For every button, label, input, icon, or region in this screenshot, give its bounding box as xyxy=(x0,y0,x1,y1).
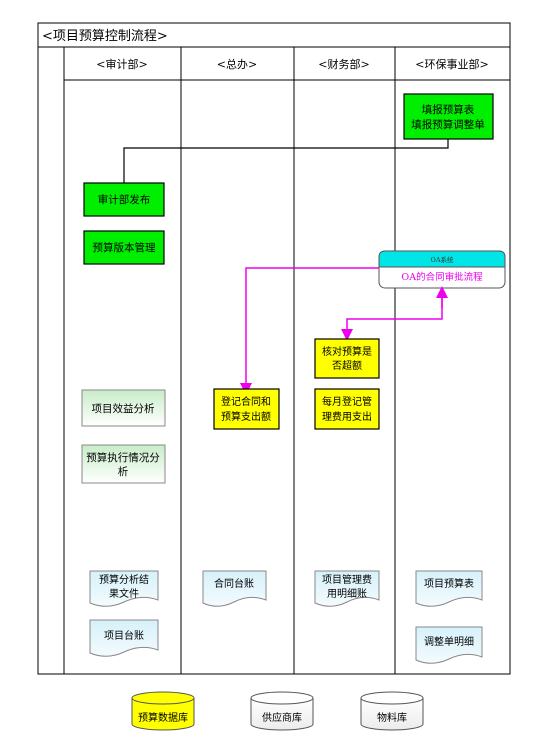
doc-adjust-detail[interactable]: 调整单明细 xyxy=(415,626,483,664)
box-monthly-register-line2: 理费用支出 xyxy=(322,410,372,423)
oa-process-label: OA的合同审批流程 xyxy=(401,271,483,283)
box-budget-version-label: 预算版本管理 xyxy=(93,241,156,254)
doc-analysis-result[interactable]: 预算分析结 果文件 xyxy=(89,570,159,607)
box-budget-version[interactable]: 预算版本管理 xyxy=(83,230,165,265)
box-verify-budget[interactable]: 核对预算是 否超额 xyxy=(314,338,380,379)
connector-budget-to-audit xyxy=(123,139,449,183)
box-audit-publish[interactable]: 审计部发布 xyxy=(83,182,165,217)
box-audit-publish-label: 审计部发布 xyxy=(98,193,151,206)
box-budget-exec[interactable]: 预算执行情况分 析 xyxy=(81,444,166,484)
box-project-benefit-label: 项目效益分析 xyxy=(92,402,155,415)
db-budget[interactable]: 预算数据库 xyxy=(131,691,195,731)
doc-analysis-result-line1: 预算分析结 xyxy=(99,573,149,586)
db-material-label: 物料库 xyxy=(377,711,407,724)
oa-system-box[interactable]: OA系统 OA的合同审批流程 xyxy=(378,250,506,289)
lane-header-general-office: <总办> xyxy=(217,57,257,71)
doc-analysis-result-line2: 果文件 xyxy=(109,587,139,600)
lane-header-audit: <审计部> xyxy=(96,57,147,71)
oa-header-label: OA系统 xyxy=(430,255,454,264)
doc-project-budget-table[interactable]: 项目预算表 xyxy=(415,570,483,607)
doc-contract-ledger-label: 合同台账 xyxy=(214,577,254,590)
box-verify-budget-line1: 核对预算是 xyxy=(322,345,372,358)
doc-mgmt-detail-line2: 用明细账 xyxy=(327,587,367,600)
box-monthly-register[interactable]: 每月登记管 理费用支出 xyxy=(314,388,380,430)
box-monthly-register-line1: 每月登记管 xyxy=(322,395,372,408)
connector-oa-to-register xyxy=(240,267,379,395)
box-register-contract[interactable]: 登记合同和 预算支出额 xyxy=(213,388,280,430)
box-verify-budget-line2: 否超额 xyxy=(332,359,362,372)
diagram-title: <项目预算控制流程> xyxy=(42,29,168,44)
doc-adjust-detail-label: 调整单明细 xyxy=(424,635,474,648)
box-budget-exec-line1: 预算执行情况分 xyxy=(86,451,160,464)
box-fill-budget[interactable]: 填报预算表 填报预算调整单 xyxy=(403,93,494,140)
doc-contract-ledger[interactable]: 合同台账 xyxy=(202,570,267,607)
doc-project-ledger[interactable]: 项目台账 xyxy=(89,619,159,657)
doc-project-ledger-label: 项目台账 xyxy=(104,629,144,642)
box-fill-budget-line1: 填报预算表 xyxy=(422,103,475,116)
box-fill-budget-line2: 填报预算调整单 xyxy=(411,118,485,131)
db-material[interactable]: 物料库 xyxy=(360,691,424,731)
box-budget-exec-line2: 析 xyxy=(118,465,129,478)
doc-mgmt-detail-line1: 项目管理费 xyxy=(322,573,372,586)
box-project-benefit[interactable]: 项目效益分析 xyxy=(81,389,166,427)
doc-project-budget-table-label: 项目预算表 xyxy=(424,577,474,590)
box-register-contract-line1: 登记合同和 xyxy=(221,395,271,408)
db-supplier-label: 供应商库 xyxy=(262,711,302,724)
db-supplier[interactable]: 供应商库 xyxy=(250,691,314,731)
doc-mgmt-detail[interactable]: 项目管理费 用明细账 xyxy=(314,570,380,607)
diagram-frame xyxy=(37,22,511,675)
db-budget-label: 预算数据库 xyxy=(138,711,188,724)
lane-header-env-protection: <环保事业部> xyxy=(415,57,488,71)
lane-header-finance: <财务部> xyxy=(318,57,369,71)
box-register-contract-line2: 预算支出额 xyxy=(221,410,271,423)
